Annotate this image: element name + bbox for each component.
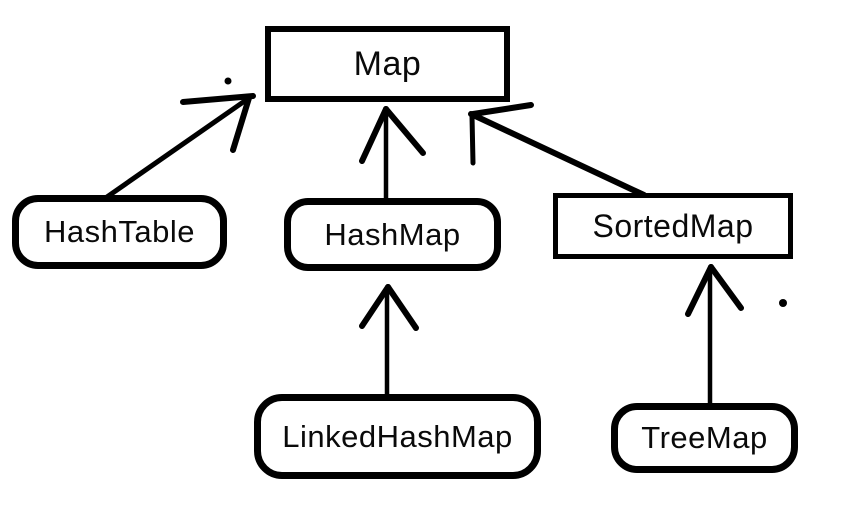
node-sortedmap: SortedMap (553, 193, 793, 259)
node-hashtable-label: HashTable (44, 214, 195, 249)
node-hashmap: HashMap (284, 198, 501, 271)
node-linkedhashmap: LinkedHashMap (254, 394, 541, 479)
stray-dot-right (779, 299, 787, 307)
arrow-hashmap-to-map (359, 106, 426, 204)
node-map-label: Map (353, 44, 422, 83)
node-hashtable: HashTable (12, 195, 227, 269)
stray-dot-left (224, 77, 232, 85)
arrow-treemap-to-sortedmap (685, 264, 744, 406)
arrow-hashtable-to-map (101, 93, 256, 202)
node-linkedhashmap-label: LinkedHashMap (282, 418, 513, 454)
arrow-linkedhashmap-to-hashmap (359, 284, 419, 398)
node-treemap-label: TreeMap (641, 420, 768, 455)
node-sortedmap-label: SortedMap (592, 207, 754, 244)
node-treemap: TreeMap (611, 403, 798, 473)
arrow-sortedmap-to-map (468, 102, 647, 198)
node-map: Map (265, 26, 510, 102)
node-hashmap-label: HashMap (324, 216, 461, 252)
